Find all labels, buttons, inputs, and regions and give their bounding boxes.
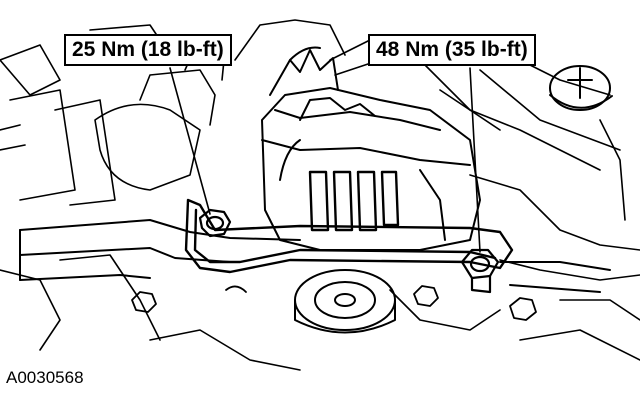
alternator xyxy=(261,46,481,251)
callout-leaders xyxy=(169,67,481,253)
alternator-cooling-fins xyxy=(308,170,400,232)
right-bracket-bolt xyxy=(460,248,500,294)
figure-id-label: A0030568 xyxy=(6,368,84,387)
lower-rail xyxy=(19,219,611,293)
left-bracket-bolt xyxy=(198,208,232,238)
torque-callout-right: 48 Nm (35 lb-ft) xyxy=(368,34,536,66)
torque-callout-left: 25 Nm (18 lb-ft) xyxy=(64,34,232,66)
reservoir-cap xyxy=(549,65,613,111)
auxiliary-nuts xyxy=(131,285,537,321)
pulley xyxy=(294,269,396,334)
engine-bay-background xyxy=(0,19,640,371)
